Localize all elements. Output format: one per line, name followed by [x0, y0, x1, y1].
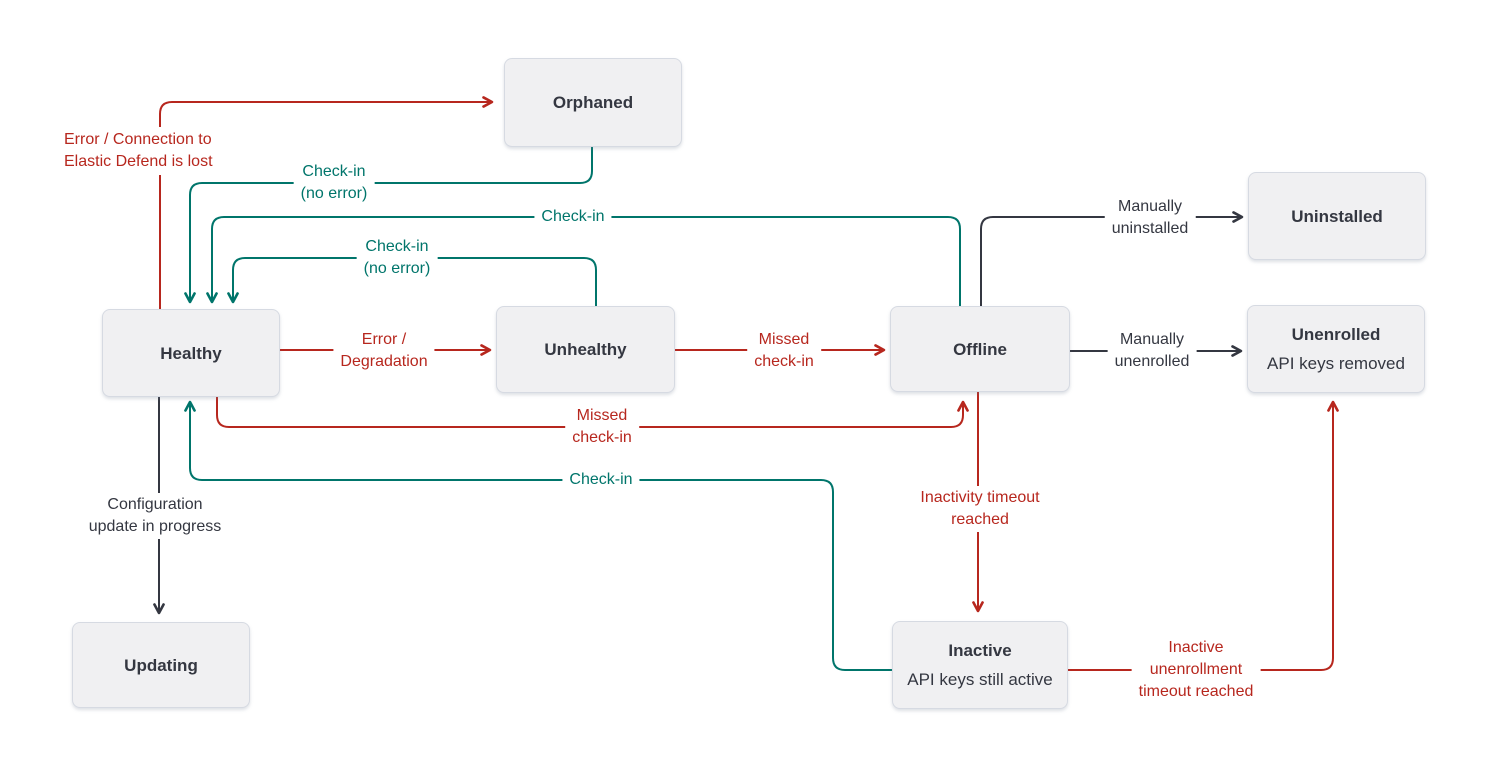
edge-label-missed-checkin-unhealthy: Missed check-in [747, 328, 821, 374]
edge-label-inactivity-timeout: Inactivity timeout reached [913, 486, 1047, 532]
edge-healthy-to-orphaned [159, 96, 494, 309]
edge-label-checkin-no-error-unhealthy: Check-in (no error) [356, 235, 438, 281]
node-updating: Updating [72, 622, 250, 708]
edge-offline-to-uninstalled [980, 211, 1244, 306]
edge-label-checkin-offline: Check-in [534, 205, 612, 229]
node-orphaned: Orphaned [504, 58, 682, 147]
edge-offline-to-healthy [206, 216, 961, 306]
edge-label-missed-checkin-healthy: Missed check-in [565, 404, 639, 450]
edge-label-checkin-no-error-orphaned: Check-in (no error) [293, 160, 375, 206]
node-inactive-label: Inactive [948, 641, 1012, 660]
edge-label-checkin-inactive: Check-in [562, 468, 640, 492]
node-uninstalled: Uninstalled [1248, 172, 1426, 260]
node-unenrolled-label: Unenrolled [1291, 325, 1381, 344]
edge-label-configuration-update: Configuration update in progress [81, 493, 229, 539]
edge-label-manually-unenrolled: Manually unenrolled [1107, 328, 1197, 374]
edge-label-error-degradation: Error / Degradation [333, 328, 435, 374]
edge-label-inactive-unenrollment-timeout: Inactive unenrollment timeout reached [1131, 636, 1261, 704]
node-inactive-sublabel: API keys still active [907, 670, 1053, 689]
node-orphaned-label: Orphaned [552, 93, 634, 112]
edge-label-error-connection-lost: Error / Connection to Elastic Defend is … [64, 127, 221, 175]
node-unhealthy-label: Unhealthy [544, 340, 627, 359]
node-healthy-label: Healthy [160, 343, 222, 363]
edge-inactive-to-healthy [184, 400, 892, 671]
node-healthy: Healthy [102, 309, 280, 397]
node-updating-label: Updating [124, 655, 198, 675]
edge-inactive-to-unenrolled [1068, 400, 1339, 671]
node-uninstalled-label: Uninstalled [1291, 206, 1383, 226]
node-unenrolled: Unenrolled API keys removed [1247, 305, 1425, 393]
edge-orphaned-to-healthy [184, 147, 593, 304]
node-offline: Offline [890, 306, 1070, 392]
node-inactive: Inactive API keys still active [892, 621, 1068, 709]
node-unenrolled-sublabel: API keys removed [1267, 354, 1405, 373]
node-offline-label: Offline [953, 339, 1007, 359]
edge-label-manually-uninstalled: Manually uninstalled [1104, 195, 1196, 241]
node-unhealthy: Unhealthy [496, 306, 675, 393]
